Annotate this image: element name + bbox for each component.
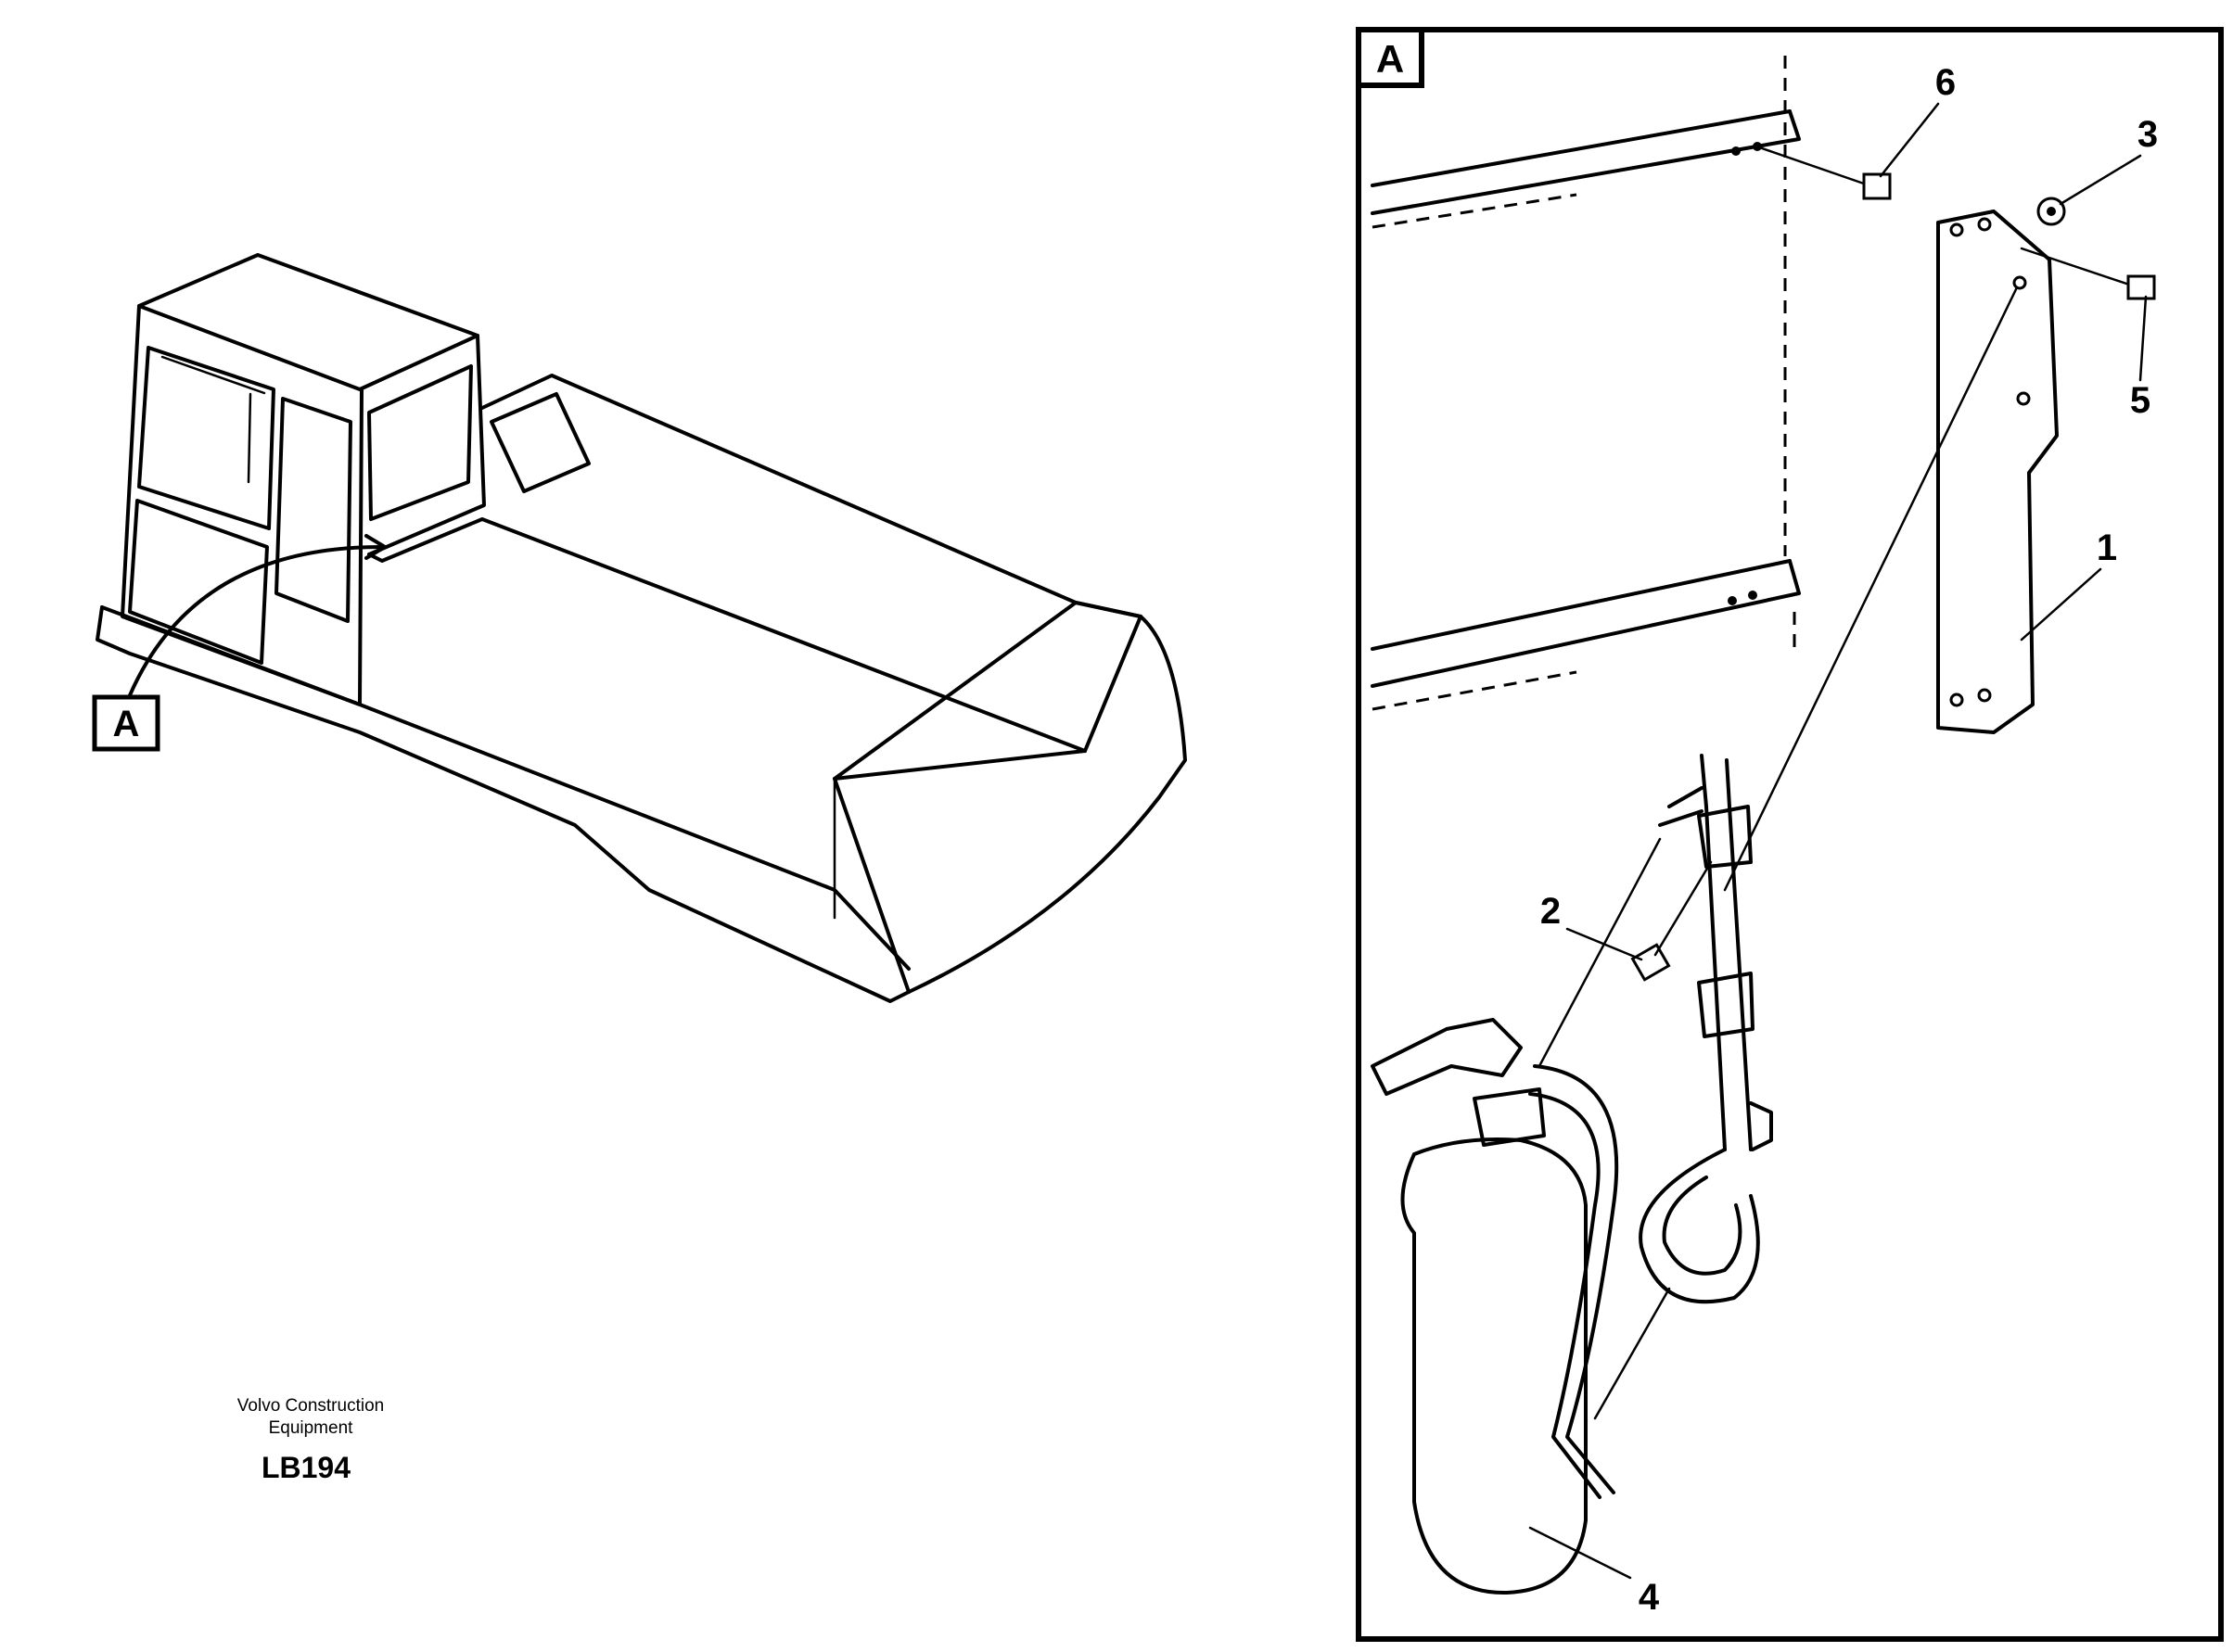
svg-text:A: A	[113, 704, 140, 744]
excavator-overview	[96, 253, 1187, 1003]
callout-3: 3	[2137, 114, 2158, 155]
callout-2: 2	[1540, 891, 1561, 932]
callout-4: 4	[1639, 1577, 1660, 1618]
callout-5: 5	[2130, 380, 2150, 421]
detail-view-label: A	[1376, 37, 1404, 81]
manufacturer-caption: Volvo Construction Equipment	[185, 1395, 436, 1440]
fire-extinguisher	[1371, 837, 1671, 1595]
overview-view-label: A	[92, 694, 160, 752]
callouts: 6 3 5 1 2 4	[1528, 62, 2158, 1618]
callout-1: 1	[2097, 527, 2117, 568]
manufacturer-line-1: Volvo Construction	[236, 1396, 385, 1416]
callout-6: 6	[1935, 62, 1956, 103]
extinguisher-holder	[1639, 754, 1773, 1304]
wall-rails	[1371, 56, 1801, 711]
detail-view-frame: A	[1356, 27, 2224, 1642]
fasteners	[1630, 146, 2156, 982]
bracket-plate	[1936, 210, 2059, 734]
manufacturer-line-2: Equipment	[268, 1418, 353, 1438]
drawing-code: LB194	[261, 1451, 351, 1484]
